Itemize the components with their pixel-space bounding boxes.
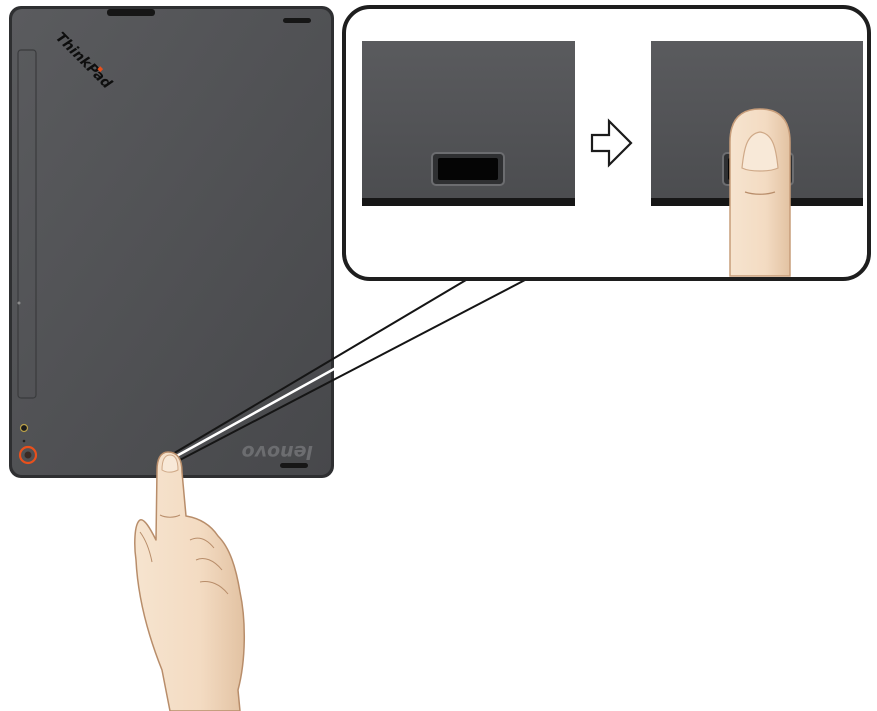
pointing-hand-icon (134, 451, 245, 711)
lenovo-logo: lenovo (242, 441, 313, 463)
tablet-back (9, 6, 334, 478)
speaker-slot-bottom (280, 463, 308, 468)
power-button-icon (18, 445, 38, 465)
outline-right-arrow-icon (590, 118, 633, 168)
speaker-slot-top (283, 18, 311, 23)
finger-icon (729, 108, 791, 277)
callout-box (342, 5, 871, 281)
top-slot (107, 9, 155, 16)
sensor-before-panel (362, 41, 575, 206)
sensor-after-panel (651, 41, 863, 277)
svg-text:lenovo: lenovo (242, 441, 313, 463)
side-panel (17, 49, 37, 399)
camera-lens (19, 423, 29, 433)
callout-leader-lines (170, 278, 526, 463)
